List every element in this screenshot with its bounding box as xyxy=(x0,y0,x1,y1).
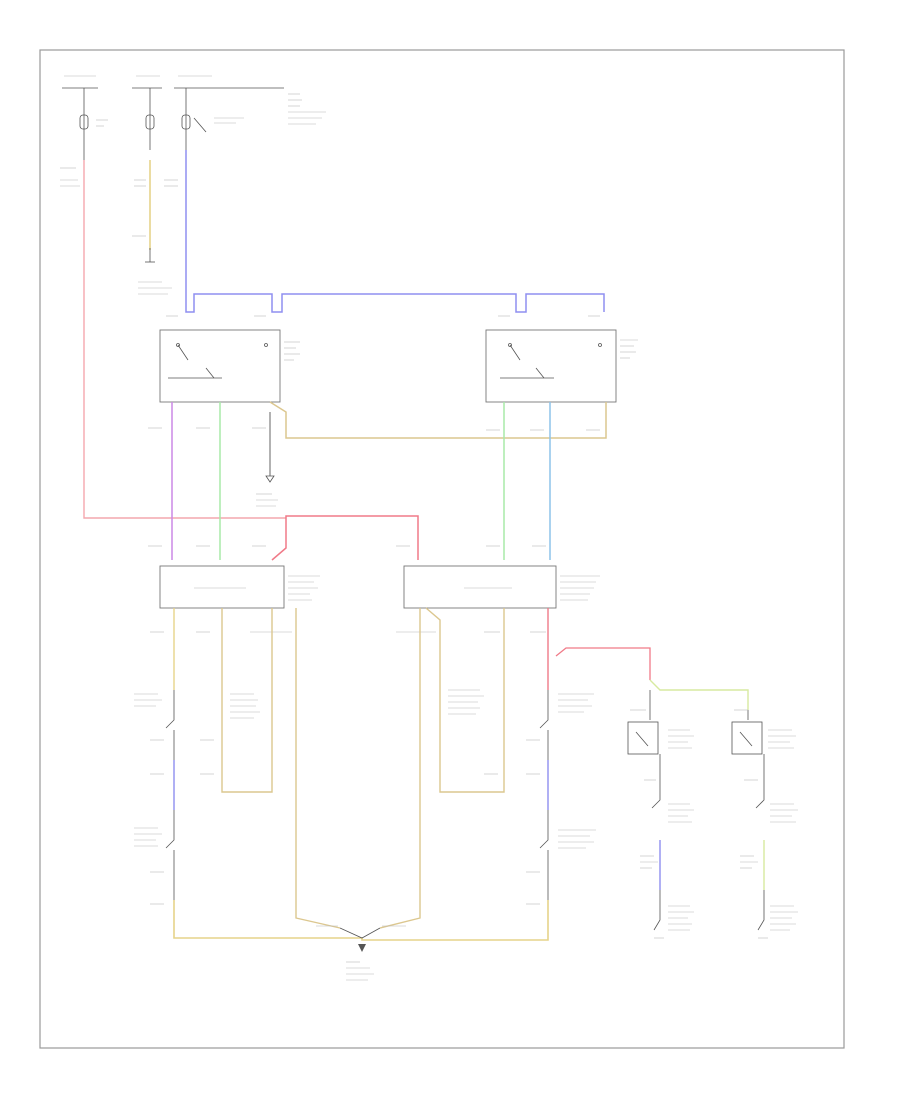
wire-pink-feed xyxy=(83,160,286,519)
driver-seat-heater-control-unit xyxy=(159,565,320,609)
switch-pin-stubs xyxy=(148,315,600,431)
rear-right-switch xyxy=(731,721,763,755)
wire-tan-passenger-sensor xyxy=(425,607,505,793)
wire-red-rear-feed xyxy=(555,647,651,680)
driver-element-labels xyxy=(134,693,260,905)
wire-blue-feed xyxy=(185,150,605,313)
fuse-block xyxy=(60,75,326,295)
wire-tan-passenger-return xyxy=(379,608,421,929)
module-pin-stubs xyxy=(148,545,546,633)
diagram-frame xyxy=(39,49,845,1049)
wire-lime-rear-feed xyxy=(649,679,749,710)
driver-seat-heater-switch xyxy=(159,329,300,403)
wire-tan-driver-sensor xyxy=(221,608,273,793)
wire-tan-ground-bus xyxy=(173,900,549,941)
wire-tan-switch-link xyxy=(269,401,607,439)
rear-left-switch xyxy=(627,721,659,755)
passenger-seat-heater-switch xyxy=(485,329,638,403)
passenger-element-labels xyxy=(448,689,596,905)
rear-heater-labels xyxy=(630,709,798,939)
wire-tan-driver-return xyxy=(295,608,341,929)
passenger-seat-heater-control-unit xyxy=(403,565,600,609)
ground-g2-symbol xyxy=(358,944,366,952)
wire-red-feed xyxy=(271,515,419,561)
